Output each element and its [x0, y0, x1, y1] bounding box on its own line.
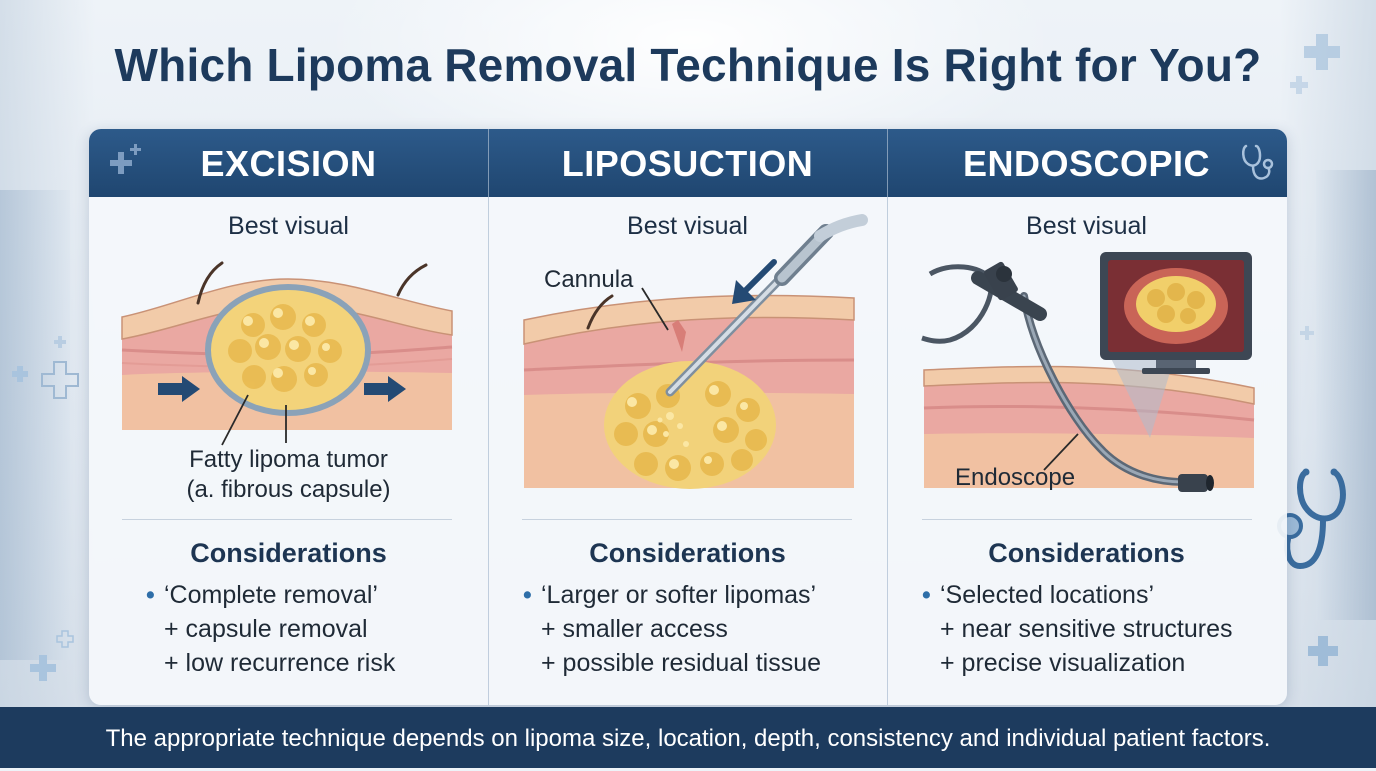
list-item: • ‘Selected locations’ — [922, 578, 1233, 612]
excision-illustration — [121, 261, 453, 446]
subheading-liposuction: Best visual — [627, 212, 748, 240]
list-item: + capsule removal — [146, 612, 395, 646]
list-item-text: + precise visualization — [940, 649, 1186, 677]
list-item-text: + near sensitive structures — [940, 615, 1233, 643]
medical-cross-icon — [12, 366, 28, 382]
panel-header-bar — [89, 129, 1287, 197]
medical-cross-icon — [1308, 636, 1338, 666]
column-divider — [488, 129, 489, 705]
list-item-text: ‘Selected locations’ — [940, 581, 1155, 609]
background-door-right — [1316, 170, 1376, 620]
list-item: + precise visualization — [922, 646, 1233, 680]
stethoscope-icon — [1277, 468, 1346, 570]
medical-cross-icon — [41, 361, 79, 399]
background-door-left — [0, 190, 70, 660]
subheading-excision: Best visual — [228, 212, 349, 240]
label-fibrous-capsule: (a. fibrous capsule) — [186, 476, 391, 503]
label-cannula: Cannula — [544, 266, 634, 293]
list-item-text: + possible residual tissue — [541, 649, 822, 677]
list-item-text: ‘Larger or softer lipomas’ — [541, 581, 817, 609]
medical-cross-icon — [1304, 34, 1340, 70]
bullet-icon: • — [523, 581, 532, 609]
medical-cross-icon — [30, 655, 56, 681]
considerations-heading-excision: Considerations — [190, 538, 387, 568]
stethoscope-icon — [1242, 144, 1274, 180]
medical-cross-icon — [1290, 76, 1308, 94]
medical-cross-icon — [110, 144, 141, 174]
considerations-heading-liposuction: Considerations — [589, 538, 786, 568]
bullet-icon: • — [922, 581, 931, 609]
footer-note: The appropriate technique depends on lip… — [0, 707, 1376, 768]
list-item-text: + capsule removal — [164, 615, 368, 643]
section-divider — [122, 519, 452, 520]
section-divider — [922, 519, 1252, 520]
subheading-endoscopic: Best visual — [1026, 212, 1147, 240]
bullet-icon: • — [146, 581, 155, 609]
heading-excision: EXCISION — [200, 143, 377, 184]
considerations-list-endoscopic: • ‘Selected locations’ + near sensitive s… — [922, 578, 1233, 680]
arrow-right-icon — [364, 376, 406, 402]
considerations-list-liposuction: • ‘Larger or softer lipomas’ + smaller ac… — [523, 578, 821, 680]
list-item: • ‘Larger or softer lipomas’ — [523, 578, 821, 612]
page-title: Which Lipoma Removal Technique Is Right … — [114, 39, 1262, 91]
arrow-down-left-icon — [732, 259, 777, 304]
considerations-heading-endoscopic: Considerations — [988, 538, 1185, 568]
list-item: + smaller access — [523, 612, 821, 646]
heading-liposuction: LIPOSUCTION — [561, 143, 814, 184]
list-item: + possible residual tissue — [523, 646, 821, 680]
section-divider — [522, 519, 852, 520]
list-item-text: + smaller access — [541, 615, 728, 643]
considerations-list-excision: • ‘Complete removal’ + capsule removal + … — [146, 578, 395, 680]
medical-cross-icon — [54, 336, 66, 348]
heading-endoscopic: ENDOSCOPIC — [962, 143, 1211, 184]
label-endoscope: Endoscope — [955, 464, 1076, 491]
medical-cross-icon — [56, 630, 74, 648]
list-item-text: + low recurrence risk — [164, 649, 396, 677]
list-item-text: ‘Complete removal’ — [164, 581, 378, 609]
list-item: • ‘Complete removal’ — [146, 578, 395, 612]
endoscopic-illustration — [921, 252, 1255, 492]
liposuction-illustration — [523, 214, 868, 489]
list-item: + near sensitive structures — [922, 612, 1233, 646]
medical-cross-icon — [1300, 326, 1314, 340]
list-item: + low recurrence risk — [146, 646, 395, 680]
column-divider — [887, 129, 888, 705]
arrow-right-icon — [158, 376, 200, 402]
label-lipoma-tumor: Fatty lipoma tumor — [189, 446, 388, 473]
